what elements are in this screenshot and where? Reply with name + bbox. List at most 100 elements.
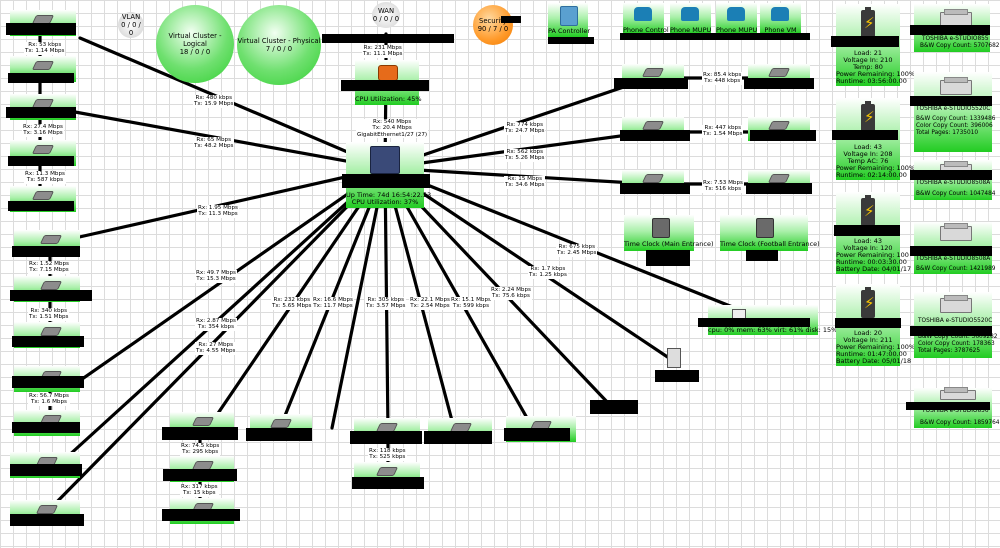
core-switch-redacted (342, 174, 430, 188)
printer-redacted (910, 326, 992, 336)
device-redacted (504, 428, 570, 441)
router-icon (378, 65, 398, 81)
server-node[interactable] (662, 346, 684, 370)
link-tx: Tx: 24.7 Mbps (505, 128, 545, 135)
device-redacted (8, 201, 74, 211)
printer-count: B&W Copy Count: 1859764 (920, 420, 1000, 426)
link-rx: Rx: 675 kbps (558, 244, 596, 250)
vlan-node[interactable]: VLAN 0 / 0 / 0 (118, 12, 144, 38)
link-line (383, 166, 674, 362)
link-line (383, 166, 762, 320)
link-line (208, 166, 387, 427)
link-rx: Rx: 74.5 kbps (181, 443, 220, 449)
cluster-physical-node[interactable]: Virtual Cluster - Physical 7 / 0 / 0 (237, 5, 321, 85)
link-tx: Tx: 5.26 Mbps (505, 155, 545, 162)
clock-icon (652, 218, 670, 238)
link-rx: Rx: 317 kbps (181, 484, 218, 490)
link-tx: Tx: 587 kbps (26, 177, 64, 184)
server-stats: cpu: 0% mem: 63% virt: 61% disk: 15% (708, 326, 838, 334)
cluster-logical-counts: 18 / 0 / 0 (179, 48, 211, 56)
link-tx: Tx: 354 kbps (197, 324, 235, 331)
wan-name: WAN (377, 7, 395, 15)
link-tx: Tx: 15.9 Mbps (194, 101, 234, 108)
printer-node[interactable]: TOSHIBA e-STUDIO5520C B&W Copy Count: 13… (914, 72, 996, 152)
ups-line: Load: 43 (853, 143, 883, 151)
device-redacted (590, 400, 638, 414)
security-counts: 90 / 7 / 0 (477, 25, 509, 33)
printer-icon (940, 387, 976, 400)
switch-icon (191, 417, 215, 426)
phone-node[interactable]: Phone Control (623, 3, 669, 34)
printer-count: B&W Copy Count: 1047484 (916, 191, 996, 197)
link-tx: Tx: 2.54 Mbps (410, 303, 450, 310)
printer-model: TOSHIBA e-STUDIO5520C (918, 318, 993, 324)
phone-node[interactable]: Phone VM (760, 3, 801, 34)
ups-line: Battery Date: 05/01/18 (836, 357, 912, 365)
ups-redacted (834, 225, 900, 236)
device-redacted (10, 514, 84, 526)
speaker-icon (560, 6, 578, 26)
time-clock-node[interactable]: Time Clock (Main Entrance) (624, 215, 713, 251)
battery-icon: ⚡ (861, 195, 875, 226)
phone-node[interactable]: Phone MUPU (670, 3, 711, 34)
link-rx: Rx: 7.53 Mbps (703, 180, 743, 186)
phone-icon (727, 7, 745, 21)
wan-node[interactable]: WAN 0 / 0 / 0 (372, 2, 400, 28)
time-clock-node[interactable]: Time Clock (Football Entrance) (720, 215, 820, 251)
printer-node[interactable]: TOSHIBA e-STUDIO5520C B&W Copy Count: 36… (914, 292, 997, 358)
device-redacted (12, 422, 80, 433)
link-rx: Rx: 65 Mbps (196, 137, 232, 143)
security-node[interactable]: Security 90 / 7 / 0 (473, 5, 513, 45)
link-rx: Rx: 53 kbps (28, 42, 62, 48)
link-rx: Rx: 1.95 Mbps (198, 205, 238, 211)
pa-controller-node[interactable]: PA Controller (548, 3, 590, 37)
device-redacted (750, 130, 816, 141)
device-redacted (8, 156, 74, 166)
link-tx: Tx: 11.3 Mbps (198, 211, 238, 218)
device-redacted (162, 509, 240, 521)
router-link-label: Rx: 231 Mbps Tx: 11.1 Mbps (362, 45, 404, 58)
device-redacted (614, 78, 688, 89)
printer-count: Color Copy Count: 396006 (916, 123, 993, 129)
device-redacted (162, 427, 238, 440)
device-redacted (12, 376, 84, 388)
link-tx: Tx: 4.55 Mbps (196, 348, 236, 355)
link-tx: Tx: 75.6 kbps (492, 293, 530, 300)
printer-node[interactable]: TOSHIBA e-STUDIO8508A B&W Copy Count: 10… (914, 160, 996, 200)
switch-icon (641, 68, 665, 77)
link-tx: Tx: 5.65 Mbps (272, 303, 312, 310)
cluster-logical-node[interactable]: Virtual Cluster - Logical 18 / 0 / 0 (156, 5, 234, 83)
clock-icon (756, 218, 774, 238)
server-tower-icon (667, 348, 681, 368)
phone-icon (634, 7, 652, 21)
link-tx: Tx: 34.6 Mbps (505, 182, 545, 189)
printer-count: B&W Copy Count: 1339486 (916, 116, 996, 122)
ups-line: Runtime: 03:56:00.00 (836, 77, 907, 85)
link-rx: Rx: 118 kbps (369, 448, 406, 454)
link-rx: Rx: 16.6 Mbps (313, 297, 353, 303)
printer-count: B&W Copy Count: 3609282 (918, 334, 998, 340)
ups-line: Power Remaining: 100% (836, 164, 916, 172)
battery-icon: ⚡ (861, 287, 875, 318)
battery-icon: ⚡ (861, 101, 875, 132)
link-rx: Rx: 22.1 Mbps (410, 297, 450, 303)
phone-node[interactable]: Phone MUPU (716, 3, 757, 34)
link-tx: Tx: 295 kbps (182, 449, 219, 456)
printer-icon (940, 223, 972, 241)
ups-node[interactable]: ⚡ Load: 21 Voltage In: 210 Temp: 80 Powe… (836, 4, 915, 86)
link-rx: Rx: 56.7 Mbps (29, 393, 69, 399)
ups-redacted (831, 36, 899, 47)
